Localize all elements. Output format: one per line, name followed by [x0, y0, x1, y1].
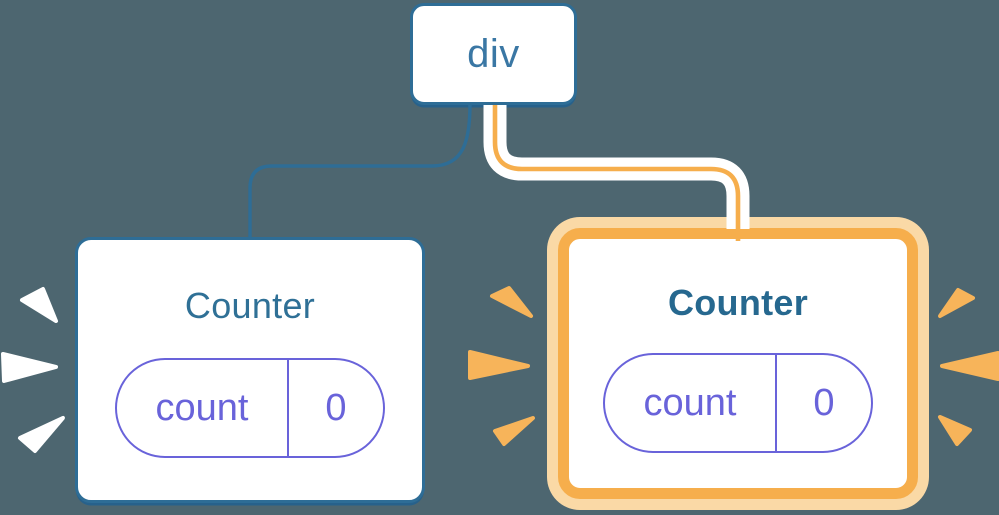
spark-orange-right-top [938, 288, 975, 318]
counter-card-left: Counter count 0 [75, 237, 425, 503]
spark-orange-right-middle [940, 351, 999, 381]
connector-right-casing [483, 105, 750, 229]
spark-orange-mid-bottom [493, 416, 535, 446]
state-pill-left: count 0 [115, 358, 385, 458]
tree-node-div-label: div [467, 32, 520, 76]
counter-card-right-title: Counter [667, 282, 809, 323]
connector-left-blue [248, 103, 472, 238]
spark-white-middle [1, 352, 58, 383]
spark-white-bottom [18, 416, 65, 453]
connector-right-orange [492, 105, 741, 241]
state-pill-right-value: 0 [813, 381, 835, 424]
spark-white-top [20, 287, 58, 323]
state-pill-left-key: count [117, 360, 289, 456]
state-pill-right: count 0 [603, 353, 873, 453]
counter-card-right-highlighted: Counter count 0 [558, 228, 918, 499]
spark-orange-mid-top [490, 286, 533, 318]
state-pill-right-key: count [605, 355, 777, 451]
tree-node-div: div [410, 3, 577, 105]
counter-card-left-title: Counter [184, 285, 316, 326]
spark-orange-mid-middle [468, 350, 530, 380]
state-pill-left-value: 0 [325, 386, 347, 429]
spark-orange-right-bottom [938, 415, 972, 446]
